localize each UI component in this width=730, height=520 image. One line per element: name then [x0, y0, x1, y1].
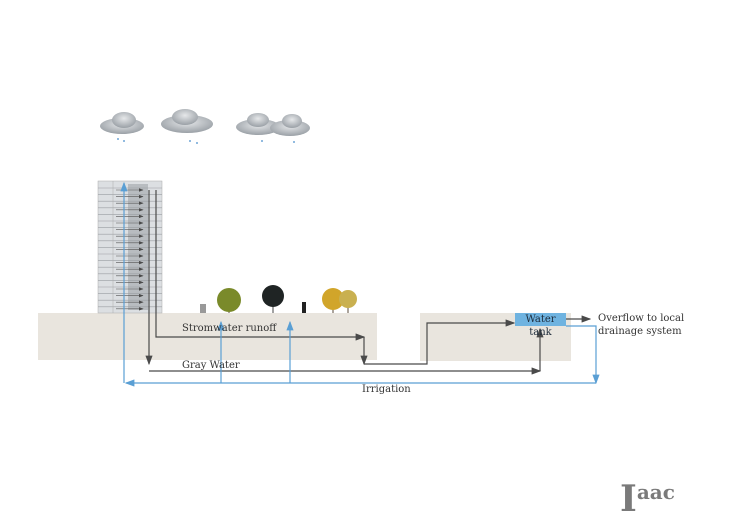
rain-drops [117, 138, 295, 144]
stormwater-line [155, 190, 366, 341]
trees [200, 285, 357, 313]
overflow-label-line1: Overflow to local [598, 313, 685, 324]
overflow-label-line2: drainage system [598, 326, 682, 337]
rain-clouds [100, 109, 310, 144]
person-icon [200, 304, 206, 313]
building [97, 180, 163, 314]
cloud-icon [100, 112, 144, 134]
irrigation-lines [120, 181, 600, 387]
graywater-label: Gray Water [182, 360, 240, 371]
water-tank: Water tank [515, 313, 566, 338]
person-icon [302, 302, 306, 313]
cloud-icon [270, 114, 310, 136]
gray-flow-lines [145, 190, 592, 375]
iaac-logo: Iaac [620, 478, 675, 520]
cloud-icon [236, 113, 280, 135]
cloud-icon [161, 109, 213, 133]
irrigation-label: Irrigation [362, 384, 411, 395]
stormwater-label: Stromwater runoff [182, 323, 277, 334]
